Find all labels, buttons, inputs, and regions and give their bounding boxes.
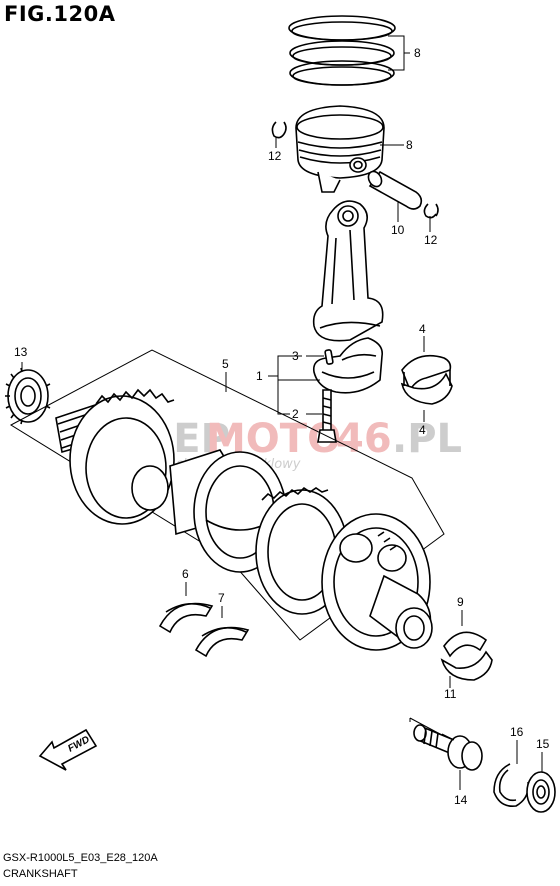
crankshaft	[55, 388, 433, 651]
figure-code: GSX-R1000L5_E03_E28_120A	[3, 852, 158, 864]
rear-circlip	[493, 763, 530, 808]
callout-1: 1	[256, 369, 263, 383]
fwd-arrow: FWD	[38, 728, 98, 771]
connecting-rod	[312, 200, 384, 342]
rod-bearings	[400, 354, 453, 405]
callout-11: 10	[391, 223, 405, 237]
end-bearing	[440, 631, 493, 681]
piston-rings	[288, 15, 396, 86]
callout-6: 6	[182, 567, 189, 581]
piston	[295, 105, 385, 193]
drive-gear	[5, 367, 51, 425]
callout-10: 8	[414, 46, 421, 60]
callout-16: 16	[510, 725, 524, 739]
callout-9: 8	[406, 138, 413, 152]
callouts: 8 8 12 10 12 3 1 2 4 4 5 13 6 7 9 11 16 …	[14, 46, 550, 807]
callout-13: 13	[14, 345, 28, 359]
leader-lines	[21, 35, 543, 790]
circlips	[271, 121, 439, 219]
main-bearings	[158, 602, 250, 658]
callout-4a: 4	[419, 322, 426, 336]
rear-bolt	[413, 724, 483, 771]
callout-7: 7	[218, 591, 225, 605]
callout-15: 15	[536, 737, 550, 751]
figure-title: FIG.120A	[4, 2, 116, 26]
callout-12b: 12	[424, 233, 438, 247]
figure-name: CRANKSHAFT	[3, 868, 78, 880]
callout-14: 14	[454, 793, 468, 807]
callout-2: 2	[292, 407, 299, 421]
callout-3: 3	[292, 349, 299, 363]
watermark-brand-c: 46	[336, 416, 392, 462]
callout-4b: 4	[419, 423, 426, 437]
piston-pin	[367, 170, 423, 210]
callout-12a: 12	[268, 149, 282, 163]
rod-cap	[312, 337, 384, 443]
oil-seal	[526, 771, 556, 813]
callout-8a: 9	[457, 595, 464, 609]
watermark-brand-d: .PL	[392, 416, 462, 462]
callout-5: 5	[222, 357, 229, 371]
callout-8b: 11	[444, 687, 457, 701]
